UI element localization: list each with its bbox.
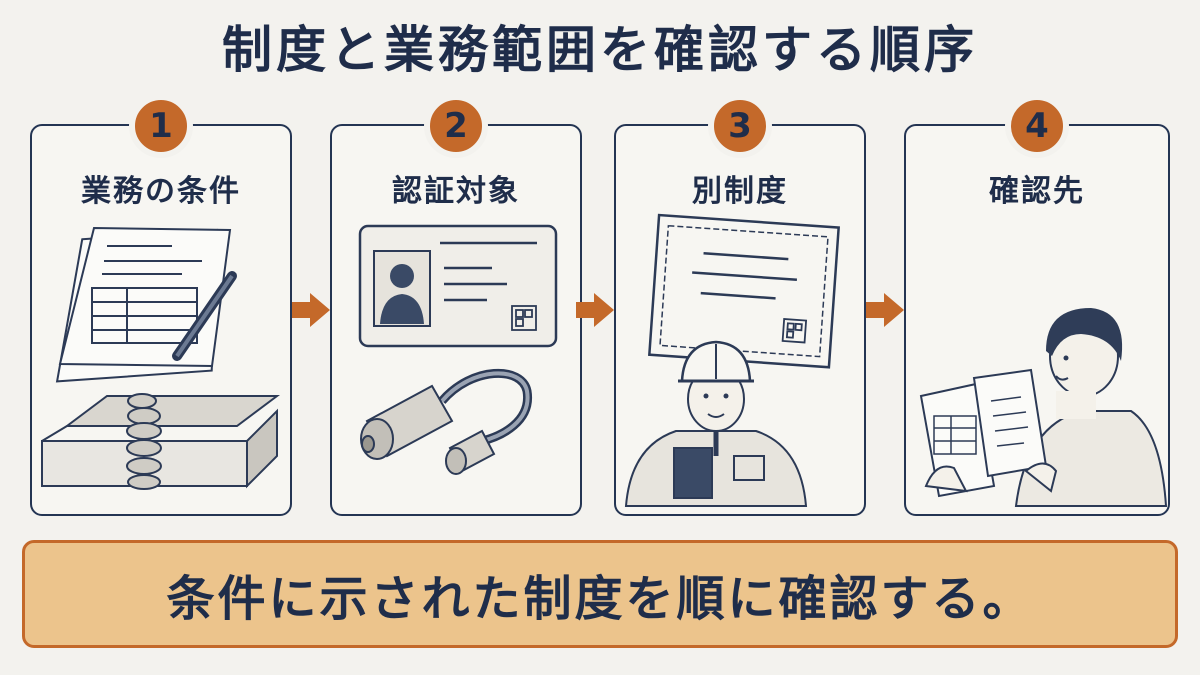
step-4-label: 確認先 bbox=[989, 174, 1085, 209]
page-title: 制度と業務範囲を確認する順序 bbox=[222, 21, 978, 79]
step-1-number-badge: 1 bbox=[129, 94, 193, 158]
step-1-to-2-arrow-icon bbox=[292, 293, 330, 327]
step-1-label: 業務の条件 bbox=[81, 174, 241, 209]
step-2-number-badge: 2 bbox=[424, 94, 488, 158]
step-4-card: 4 確認先 bbox=[904, 94, 1170, 516]
step-1-card: 1 業務の条件 bbox=[30, 94, 292, 516]
person-reading-documents-illustration bbox=[919, 308, 1168, 507]
step-2-to-3-arrow-icon bbox=[576, 293, 614, 327]
id-card-and-cable-illustration bbox=[358, 224, 558, 475]
step-3-label: 別制度 bbox=[692, 174, 788, 209]
step-3-to-4-arrow-icon bbox=[866, 293, 904, 327]
summary-banner: 条件に示された制度を順に確認する。 bbox=[22, 540, 1178, 648]
step-3-card: 3 別制度 bbox=[614, 94, 866, 516]
documents-and-weld-illustration bbox=[41, 226, 280, 490]
step-2-label: 認証対象 bbox=[392, 174, 520, 209]
step-2-card: 2 認証対象 bbox=[330, 94, 582, 516]
step-4-number-badge: 4 bbox=[1005, 94, 1069, 158]
certificate-and-worker-illustration bbox=[624, 213, 840, 507]
step-3-number-badge: 3 bbox=[708, 94, 772, 158]
